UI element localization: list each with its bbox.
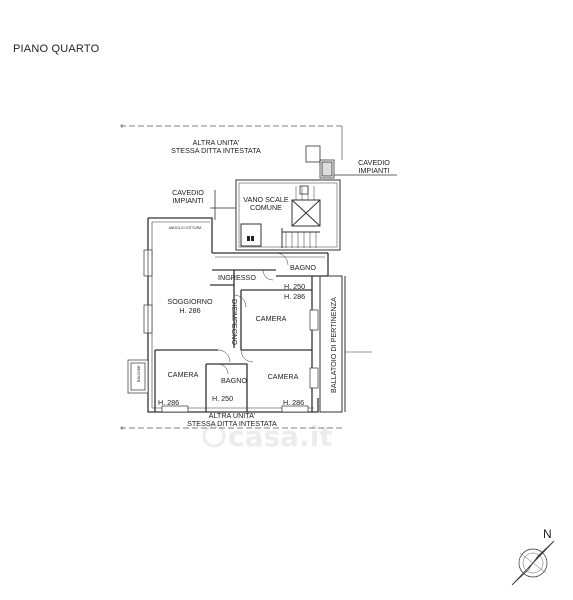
label-soggiorno-h: H. 286 <box>179 306 200 315</box>
label-altra-top-2: STESSA DITTA INTESTATA <box>171 146 261 155</box>
label-h286-right: H. 286 <box>283 398 304 407</box>
apartment-walls <box>147 217 329 413</box>
label-ingresso: INGRESSO <box>218 273 256 282</box>
ballatoio <box>319 275 372 413</box>
compass-icon <box>511 540 555 586</box>
room-labels: ALTRA UNITA' STESSA DITTA INTESTATA CAVE… <box>158 138 390 428</box>
label-cavedio-left-2: IMPIANTI <box>172 196 203 205</box>
label-camera-right: CAMERA <box>268 372 299 381</box>
label-cavedio-right-2: IMPIANTI <box>358 166 389 175</box>
label-altra-bottom-1: ALTRA UNITA' <box>209 411 256 420</box>
label-altra-bottom-2: STESSA DITTA INTESTATA <box>187 419 277 428</box>
label-angolo-cottura: ANGOLO COTTURA <box>169 226 203 230</box>
label-h286-camera-top: H. 286 <box>284 292 305 301</box>
label-cavedio-left-1: CAVEDIO <box>172 188 204 197</box>
right-windows <box>161 309 319 413</box>
label-h250-top: H. 250 <box>284 282 305 291</box>
balcony-tag: BALCONE <box>137 365 141 382</box>
left-windows <box>127 249 153 394</box>
label-comune: COMUNE <box>250 203 282 212</box>
label-altra-top-1: ALTRA UNITA' <box>193 138 240 147</box>
label-h250-bottom: H. 250 <box>212 394 233 403</box>
label-cavedio-right-1: CAVEDIO <box>358 158 390 167</box>
doors <box>217 252 289 375</box>
north-label: N <box>543 527 552 541</box>
cavedio-shafts <box>210 145 397 220</box>
label-bagno-bottom: BAGNO <box>221 376 247 385</box>
watermark-logo-icon <box>202 424 226 448</box>
label-vano-scale: VANO SCALE <box>243 195 289 204</box>
bottom-boundary <box>120 426 345 430</box>
elevator-icon <box>247 236 254 241</box>
watermark: casa.it <box>228 420 333 453</box>
label-ballatoio: BALLATOIO DI PERTINENZA <box>329 297 338 393</box>
top-boundary <box>120 124 343 160</box>
label-h286-left: H. 286 <box>158 398 179 407</box>
stair-core <box>235 179 341 251</box>
page-title: PIANO QUARTO <box>13 43 100 55</box>
label-soggiorno: SOGGIORNO <box>167 297 213 306</box>
label-camera-left: CAMERA <box>168 370 199 379</box>
label-disimpegno: DISIMPEGNO <box>230 299 239 345</box>
label-camera-top: CAMERA <box>256 314 287 323</box>
label-bagno-top: BAGNO <box>290 263 316 272</box>
